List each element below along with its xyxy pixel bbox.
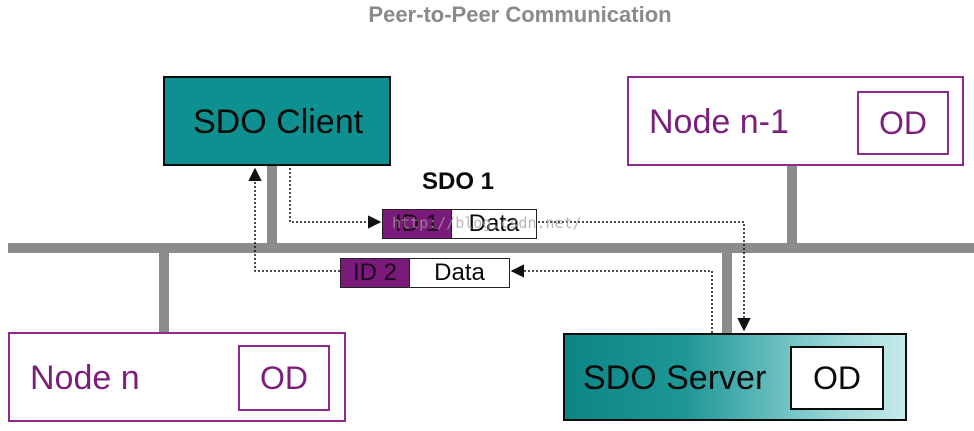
request-frame-data: Data (451, 209, 537, 239)
sdo-server-box: SDO Server OD (563, 333, 907, 421)
sdo-client-box: SDO Client (163, 76, 391, 166)
request-frame-id: ID 1 (382, 209, 452, 239)
node-n-bus-stub (159, 250, 169, 333)
response-frame-data: Data (409, 258, 510, 288)
client-bus-stub (267, 166, 277, 246)
request-arrow-to-server (538, 221, 751, 332)
response-arrow-to-frame (510, 264, 713, 333)
node-n-minus-1-box: Node n-1 OD (627, 76, 964, 166)
sdo-server-od: OD (790, 346, 884, 410)
response-frame-id: ID 2 (340, 258, 410, 288)
node-n-od: OD (238, 345, 330, 411)
watermark: http://blog.csdn.net/ (392, 214, 582, 232)
request-arrow-to-frame (289, 168, 382, 229)
sdo-server-label: SDO Server (583, 359, 767, 397)
sdo-channel-label: SDO 1 (422, 168, 495, 195)
node-n-minus-1-od: OD (857, 91, 949, 155)
node-n1-bus-stub (787, 166, 797, 246)
sdo-client-label: SDO Client (193, 103, 364, 141)
node-n-label: Node n (30, 359, 140, 397)
diagram-title: Peer-to-Peer Communication (368, 2, 672, 27)
response-arrow-to-client (248, 167, 340, 272)
node-n-box: Node n OD (8, 332, 346, 422)
node-n-minus-1-label: Node n-1 (649, 103, 789, 141)
server-bus-stub (722, 250, 732, 334)
can-bus (8, 243, 974, 253)
